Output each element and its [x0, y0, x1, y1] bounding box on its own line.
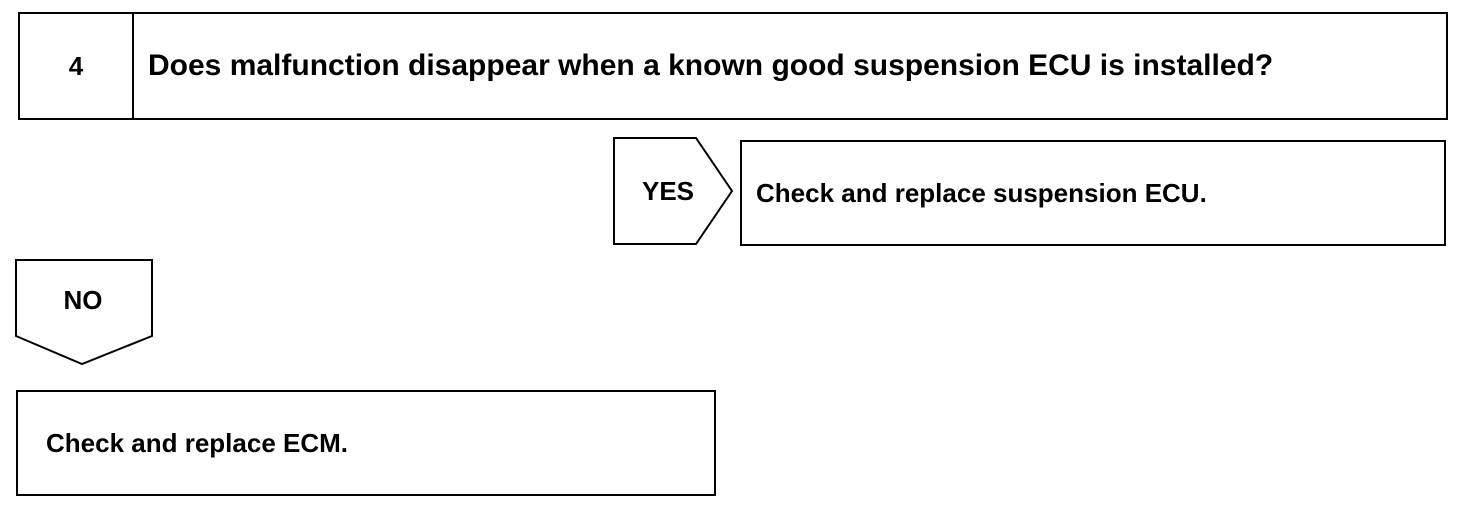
no-arrow-icon: [15, 259, 153, 366]
yes-result-box: Check and replace suspension ECU.: [740, 140, 1446, 246]
step-question: Does malfunction disappear when a known …: [148, 49, 1274, 82]
yes-label: YES: [641, 175, 695, 206]
step-number: 4: [20, 14, 134, 118]
no-label: NO: [63, 284, 103, 315]
no-result-text: Check and replace ECM.: [46, 427, 348, 458]
no-result-box: Check and replace ECM.: [16, 390, 716, 496]
step-box: 4 Does malfunction disappear when a know…: [18, 12, 1448, 120]
yes-result-text: Check and replace suspension ECU.: [756, 177, 1207, 208]
yes-arrow-icon: [613, 137, 734, 245]
